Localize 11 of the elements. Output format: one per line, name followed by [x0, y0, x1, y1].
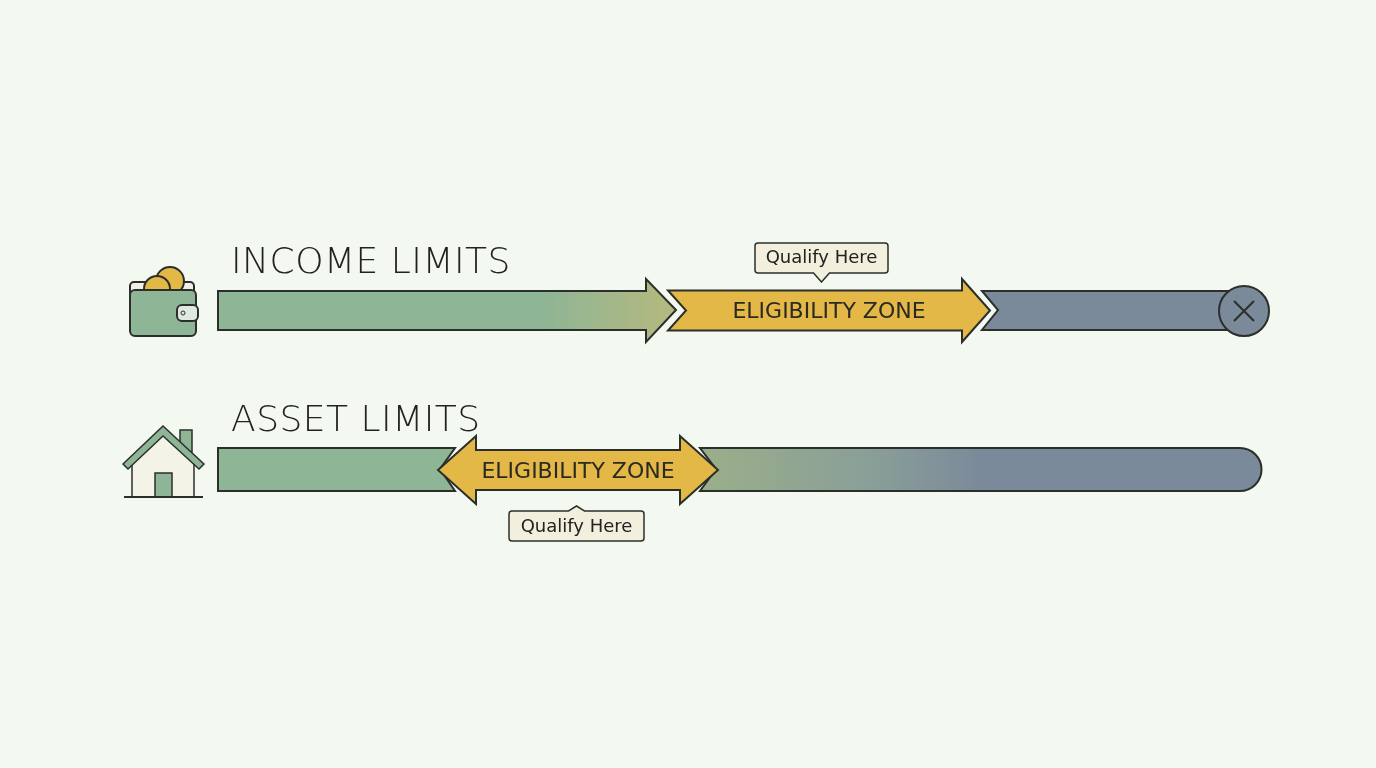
pointed-banner — [666, 279, 992, 342]
progress-bar — [218, 448, 455, 491]
double-pointed-banner — [436, 436, 720, 504]
progress-arrow — [218, 279, 676, 342]
row-heading: INCOME LIMITS — [231, 240, 511, 281]
row-heading: ASSET LIMITS — [231, 398, 481, 439]
progress-bar — [700, 448, 1262, 491]
callout-bubble: Qualify Here — [754, 242, 889, 283]
zone-label: ELIGIBILITY ZONE — [481, 457, 675, 483]
zone-label: ELIGIBILITY ZONE — [732, 298, 926, 323]
callout-bubble: Qualify Here — [508, 505, 645, 542]
